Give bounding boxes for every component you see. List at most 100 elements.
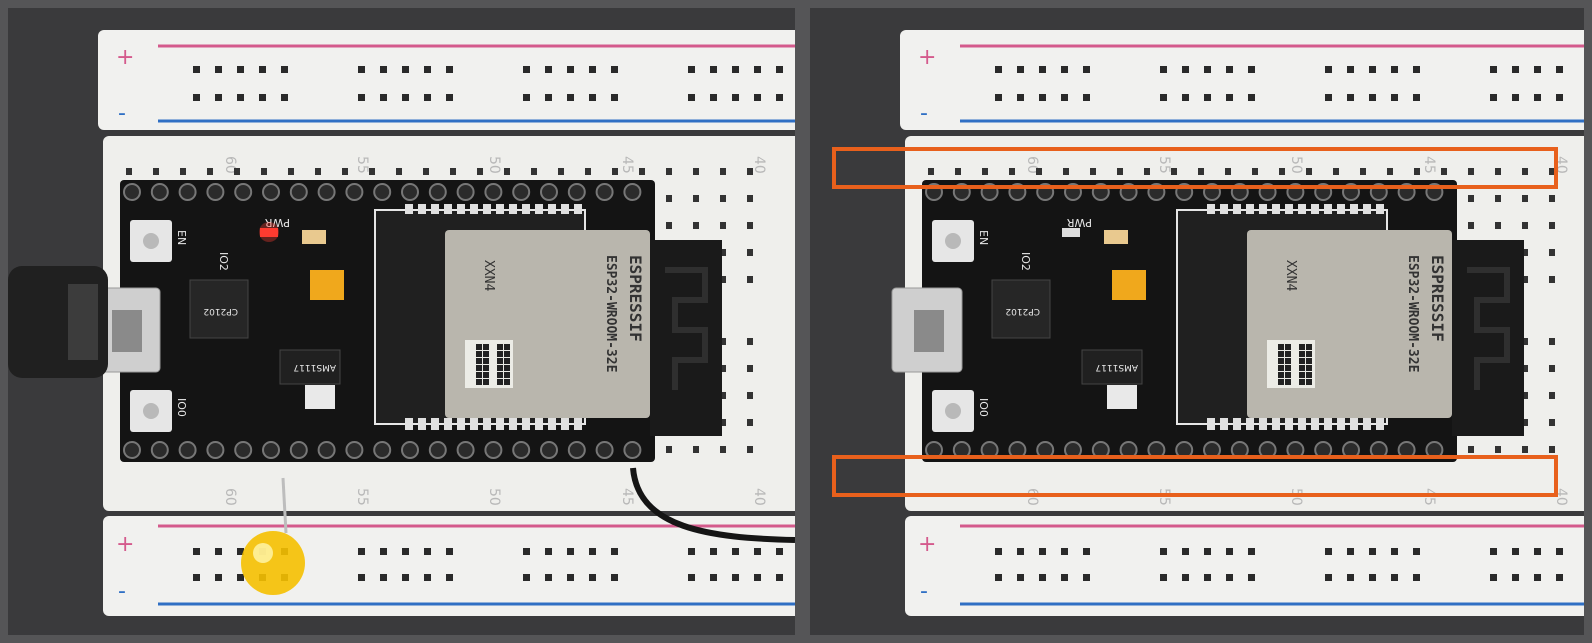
terminal-hole [1522, 195, 1528, 202]
rail-hole [446, 548, 453, 555]
rail-hole [710, 66, 717, 73]
terminal-hole [720, 195, 726, 202]
terminal-hole [504, 168, 510, 175]
rail-hole [1556, 66, 1563, 73]
qr-cell [1306, 379, 1312, 385]
terminal-hole [1549, 249, 1555, 256]
silk-en-label: EN [175, 230, 188, 245]
module-pad [483, 204, 491, 214]
rail-hole [1160, 66, 1167, 73]
usb-chip-label: CP2102 [1005, 306, 1040, 316]
module-pad [1376, 204, 1384, 214]
qr-cell [1278, 351, 1284, 357]
rail-hole [1226, 574, 1233, 581]
power-rail-top [98, 30, 795, 130]
rail-hole [215, 548, 222, 555]
header-pin-bottom [262, 441, 280, 459]
module-pad [1350, 418, 1358, 430]
module-pad [509, 204, 517, 214]
terminal-hole [1549, 276, 1555, 283]
rail-hole [1347, 66, 1354, 73]
rail-minus-label: - [920, 579, 928, 604]
rail-hole [545, 548, 552, 555]
qr-cell [504, 365, 510, 371]
rail-hole [1039, 94, 1046, 101]
column-number-top: 40 [751, 156, 767, 174]
terminal-hole [1036, 168, 1042, 175]
qr-cell [1285, 351, 1291, 357]
module-pad [1337, 204, 1345, 214]
pwr-led [260, 228, 278, 237]
smd-capacitor [1104, 230, 1128, 244]
header-pin-top [456, 183, 475, 201]
qr-cell [504, 344, 510, 350]
module-pad [1246, 418, 1254, 430]
rail-hole [776, 66, 783, 73]
rail-hole [1204, 574, 1211, 581]
terminal-hole [928, 168, 934, 175]
module-pad [561, 418, 569, 430]
qr-cell [476, 344, 482, 350]
terminal-hole [747, 392, 753, 399]
terminal-hole [423, 168, 429, 175]
usb-bridge-chip [189, 279, 249, 339]
module-brand: ESPRESSIF [1428, 255, 1447, 342]
power-rail-bottom [905, 516, 1584, 616]
boot-button-cap [945, 403, 961, 419]
diode [1107, 385, 1137, 409]
rail-hole [1490, 94, 1497, 101]
terminal-hole [396, 168, 402, 175]
terminal-hole [1549, 446, 1555, 453]
qr-cell [476, 372, 482, 378]
qr-cell [497, 344, 503, 350]
rail-hole [1039, 548, 1046, 555]
rail-hole [380, 94, 387, 101]
terminal-hole [747, 365, 753, 372]
rail-hole [1061, 548, 1068, 555]
terminal-hole [1522, 249, 1528, 256]
module-pad [1311, 418, 1319, 430]
rail-hole [1413, 548, 1420, 555]
terminal-hole [982, 168, 988, 175]
terminal-hole [720, 276, 726, 283]
qr-cell [1299, 372, 1305, 378]
rail-hole [710, 548, 717, 555]
rail-hole [259, 94, 266, 101]
module-pad [418, 418, 426, 430]
rail-hole [710, 574, 717, 581]
rail-hole [1226, 66, 1233, 73]
rail-hole [1556, 548, 1563, 555]
terminal-hole [1414, 168, 1420, 175]
terminal-hole [531, 168, 537, 175]
rail-hole [995, 94, 1002, 101]
rail-hole [1369, 574, 1376, 581]
rail-hole [1413, 94, 1420, 101]
terminal-hole [720, 222, 726, 229]
terminal-hole [558, 168, 564, 175]
rail-hole [732, 548, 739, 555]
led-highlight [253, 543, 273, 563]
header-pin-bottom [512, 441, 531, 459]
rail-hole [754, 548, 761, 555]
silk-en-label: EN [977, 230, 990, 245]
rail-hole [1248, 548, 1255, 555]
terminal-hole [585, 168, 591, 175]
qr-cell [476, 365, 482, 371]
terminal-hole [747, 222, 753, 229]
rail-hole [1347, 574, 1354, 581]
terminal-hole [126, 168, 132, 175]
rail-hole [380, 574, 387, 581]
qr-cell [504, 372, 510, 378]
module-pad [483, 418, 491, 430]
terminal-hole [261, 168, 267, 175]
rail-hole [1017, 94, 1024, 101]
column-number-bottom: 50 [486, 488, 502, 506]
qr-cell [1306, 365, 1312, 371]
rail-hole [754, 574, 761, 581]
module-pad [574, 418, 582, 430]
terminal-hole [747, 419, 753, 426]
qr-cell [476, 358, 482, 364]
module-pad [1363, 204, 1371, 214]
column-number-bottom: 45 [619, 488, 635, 506]
header-pin-bottom [317, 441, 336, 459]
